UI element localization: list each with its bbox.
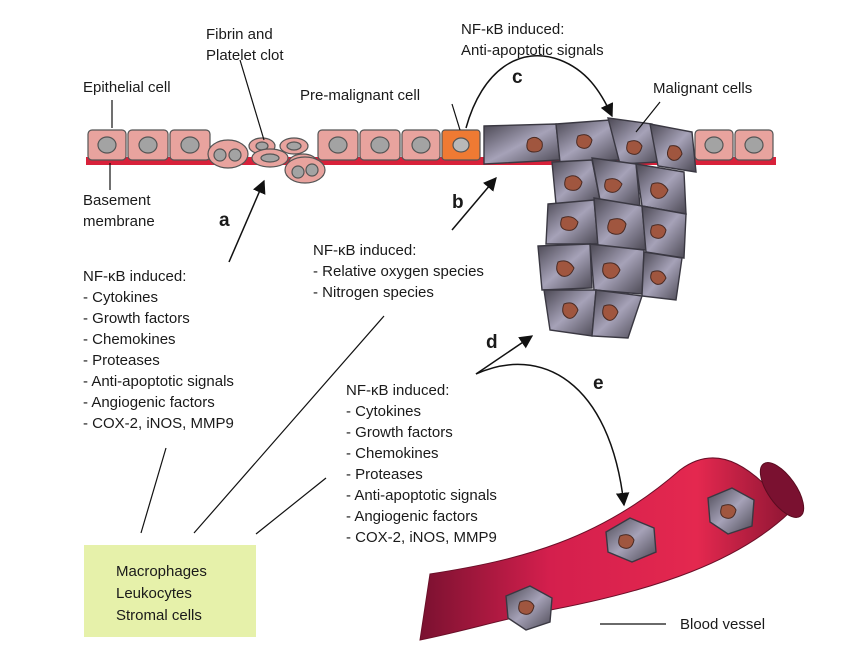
nfkb-list-middle: NF-κB induced: - Relative oxygen species… [313,240,484,303]
list-item: - Angiogenic factors [346,508,478,525]
epithelial-cells-middle [317,129,441,161]
malignant-nuclei [526,134,683,321]
list-item: - Cytokines [83,289,159,306]
premalignant-label: Pre-malignant cell [300,87,421,104]
list-item: - Angiogenic factors [83,394,215,411]
anti-apoptotic-label: NF-κB induced: Anti-apoptotic signals [461,21,604,59]
basement-membrane [86,157,776,165]
arrow-e [475,363,630,507]
cell-type-item: Leukocytes [116,585,192,602]
blood-vessel-label: Blood vessel [680,616,766,633]
epithelial-cells-left [87,129,211,161]
cell-types-box: Macrophages Leukocytes Stromal cells [84,545,256,637]
premalignant-cell [441,129,481,161]
list-item: - Proteases [346,466,423,483]
step-e-label: e [593,373,604,394]
epithelial-cells-right [694,129,774,161]
pointer-lines [109,59,666,625]
step-d-label: d [486,332,498,353]
arrow-c [465,55,614,129]
list-item: - Chemokines [83,331,176,348]
list-item: - Cytokines [346,403,422,420]
malignant-cells-label: Malignant cells [653,80,753,97]
step-a-label: a [219,210,230,231]
list-item: - Nitrogen species [313,284,434,301]
list-item: - Growth factors [346,424,453,441]
circulating-tumor-cells [505,487,755,631]
list-header: NF-κB induced: [313,242,417,259]
nfkb-list-left: NF-κB induced: - Cytokines - Growth fact… [83,266,234,434]
fibrin-platelet-clot [207,137,326,184]
step-c-label: c [512,67,523,88]
list-item: - Anti-apoptotic signals [83,373,234,390]
nfkb-list-right: NF-κB induced: - Cytokines - Growth fact… [346,380,497,548]
arrow-b [451,176,497,231]
list-item: - Anti-apoptotic signals [346,487,497,504]
basement-membrane-label: Basement membrane [83,192,155,230]
list-item: - Growth factors [83,310,190,327]
epithelial-cell-label: Epithelial cell [83,79,171,96]
list-item: - COX-2, iNOS, MMP9 [83,415,234,432]
arrow-d [475,335,534,375]
cell-type-item: Stromal cells [116,607,202,624]
list-item: - COX-2, iNOS, MMP9 [346,529,497,546]
cell-type-item: Macrophages [116,563,207,580]
list-header: NF-κB induced: [346,382,450,399]
fibrin-clot-label: Fibrin and Platelet clot [206,26,284,64]
list-item: - Chemokines [346,445,439,462]
list-item: - Proteases [83,352,160,369]
step-b-label: b [452,192,464,213]
list-header: NF-κB induced: [83,268,187,285]
arrow-a [228,179,266,263]
list-item: - Relative oxygen species [313,263,484,280]
